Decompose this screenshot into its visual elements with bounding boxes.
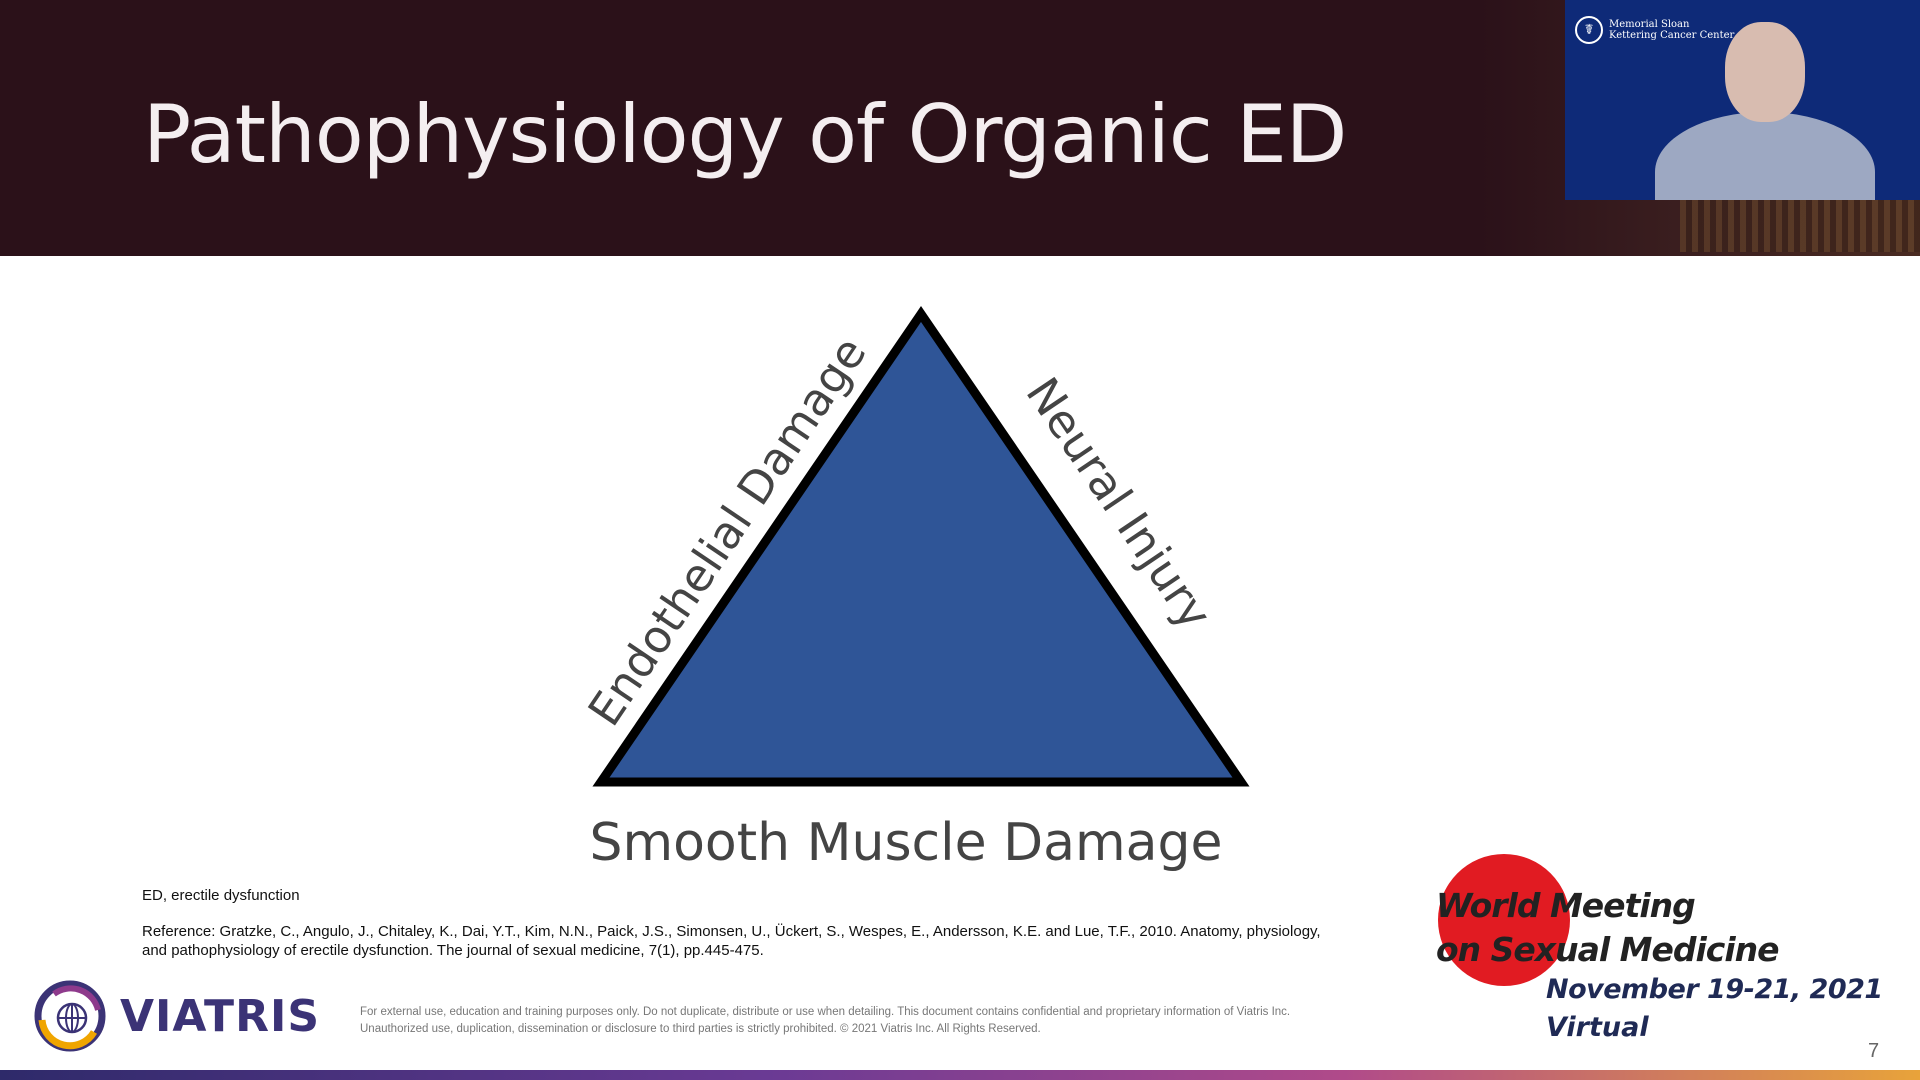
presenter-video: ☤ Memorial Sloan Kettering Cancer Center <box>1565 0 1920 200</box>
event-logo: World Meeting on Sexual Medicine Novembe… <box>1380 840 1920 1060</box>
brand-name: VIATRIS <box>120 990 321 1042</box>
globe-icon <box>34 980 106 1052</box>
red-circle-emblem <box>1438 854 1570 986</box>
event-name-line1: World Meeting <box>1436 886 1696 925</box>
header-pattern <box>1680 196 1920 252</box>
video-institution-name: Memorial Sloan Kettering Cancer Center <box>1609 19 1735 41</box>
event-name-line2: on Sexual Medicine <box>1436 930 1780 969</box>
event-format: Virtual <box>1546 1012 1649 1043</box>
reference-citation: Reference: Gratzke, C., Angulo, J., Chit… <box>142 923 1321 959</box>
page-number: 7 <box>1868 1040 1880 1062</box>
msk-logo-icon: ☤ <box>1575 16 1603 44</box>
event-dates: November 19-21, 2021 <box>1546 974 1883 1005</box>
video-institution-logo: ☤ Memorial Sloan Kettering Cancer Center <box>1575 16 1739 44</box>
abbreviation-footnote: ED, erectile dysfunction <box>142 887 300 904</box>
presenter-head <box>1725 22 1805 122</box>
triangle-shape <box>592 306 1250 787</box>
bottom-gradient-bar <box>0 1070 1920 1080</box>
legal-disclaimer: For external use, education and training… <box>360 1006 1291 1035</box>
presenter-body <box>1655 112 1875 200</box>
base-label: Smooth Muscle Damage <box>589 813 1222 873</box>
viatris-logo: VIATRIS <box>34 980 320 1052</box>
slide-title: Pathophysiology of Organic ED <box>143 88 1347 181</box>
